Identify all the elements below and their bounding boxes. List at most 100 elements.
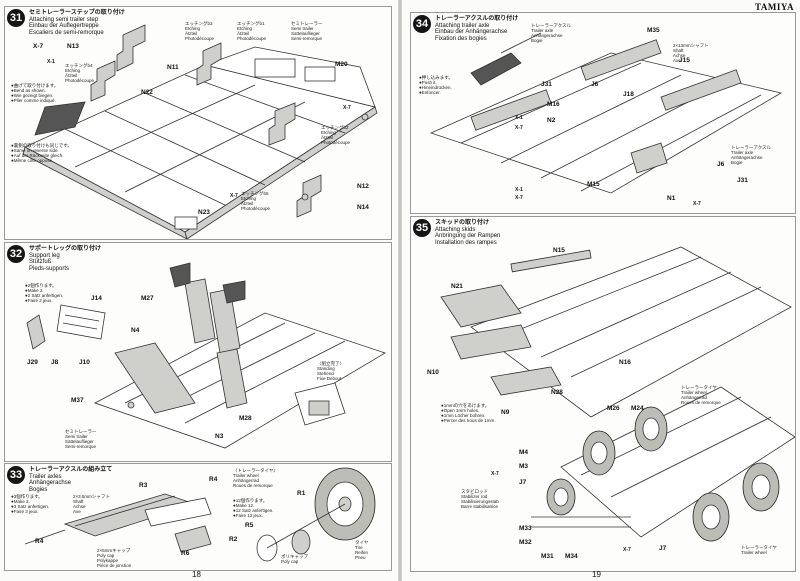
step-number-34: 34 <box>413 15 431 33</box>
skid-n28 <box>490 366 562 396</box>
step-35-drawing <box>440 246 795 542</box>
step-b3 <box>116 24 146 72</box>
part-label: J31 <box>737 177 748 184</box>
page-number-left: 18 <box>192 570 201 579</box>
part-label: J18 <box>623 91 634 98</box>
note-open-holes: ●1mmの穴をあけます。●Open 1mm holes. ●1mm Löcher… <box>441 403 496 423</box>
part-label: J31 <box>541 81 552 88</box>
part-label: R2 <box>229 536 238 543</box>
axle-1 <box>470 89 552 131</box>
part-label: M37 <box>71 397 84 404</box>
step-b2 <box>268 102 296 146</box>
part-label: R5 <box>245 522 254 529</box>
skid-n21 <box>440 284 522 328</box>
part-label: X-7 <box>693 201 701 207</box>
part-label: X-7 <box>33 43 44 50</box>
skid-n15 <box>510 249 592 273</box>
part-label: M33 <box>519 525 532 532</box>
part-label: J6 <box>717 161 725 168</box>
part-label: M35 <box>647 27 660 34</box>
step-31-drawing <box>22 24 378 239</box>
step-b5 <box>296 174 322 218</box>
part-label: X-7 <box>623 547 631 553</box>
part-label: N4 <box>131 327 140 334</box>
part-label: J29 <box>27 359 38 366</box>
part-label: N12 <box>357 183 369 190</box>
part-label: N16 <box>619 359 631 366</box>
step-number-32: 32 <box>7 245 25 263</box>
step-34-drawing <box>429 32 783 194</box>
part-label: N1 <box>667 195 676 202</box>
axle-2 <box>580 39 662 81</box>
step-number-33: 33 <box>7 466 25 484</box>
part-label: M26 <box>607 405 620 412</box>
page-gutter <box>398 0 402 581</box>
part-label: N28 <box>551 389 563 396</box>
part-label: X-1 <box>515 115 523 121</box>
part-label: N3 <box>215 433 224 440</box>
part-label: X-1 <box>515 187 523 193</box>
step-32-drawing <box>26 262 386 449</box>
part-label: M3 <box>519 463 529 470</box>
page-number-right: 19 <box>592 570 601 579</box>
part-label: M15 <box>587 181 600 188</box>
note-push: ●押し込みます。●Push it. ●Hineindrücken.●Enfonc… <box>419 75 453 95</box>
part-label: R3 <box>139 482 148 489</box>
part-label: M20 <box>335 61 348 68</box>
part-label: J8 <box>51 359 59 366</box>
part-label: X-7 <box>230 193 238 199</box>
part-label: N2 <box>547 117 556 124</box>
part-label: M16 <box>547 101 560 108</box>
part-label: N22 <box>141 89 153 96</box>
step-number-31: 31 <box>7 9 25 27</box>
part-label: X-7 <box>491 471 499 477</box>
part-label: M4 <box>519 449 529 456</box>
axle-3 <box>660 69 742 111</box>
step-b4 <box>90 60 116 102</box>
part-label: J6 <box>591 81 599 88</box>
part-label: X-7 <box>515 195 523 201</box>
part-label: M32 <box>519 539 532 546</box>
step-33-drawing <box>24 467 376 562</box>
part-label: X-1 <box>47 59 55 65</box>
part-label: X-7 <box>343 105 351 111</box>
part-label: N15 <box>553 247 565 254</box>
note-same: ●裏側の取り付けも同じです。●Same on reverse side. ●Au… <box>11 143 72 163</box>
part-label: N21 <box>451 283 463 290</box>
part-label: M31 <box>541 553 554 560</box>
part-label: R4 <box>209 476 218 483</box>
part-label: J7 <box>659 545 667 552</box>
part-label: J15 <box>679 57 690 64</box>
note-make-3: ●3個作ります。●Make 3. ●3 Satz anfertigen.●Fai… <box>11 494 49 514</box>
part-label: N9 <box>501 409 510 416</box>
part-label: R1 <box>297 490 306 497</box>
note-make-12: ●12個作ります。●Make 12. ●12 Satz anfertigen.●… <box>233 498 274 518</box>
step-number-35: 35 <box>413 219 431 237</box>
part-label: J10 <box>79 359 90 366</box>
note-bend: ●曲げて取り付けます。●Bend as shown. ●Wie gezeigt … <box>11 83 59 103</box>
brand-logo: TAMIYA <box>754 2 794 12</box>
part-label: X-7 <box>515 125 523 131</box>
part-label: N13 <box>67 43 79 50</box>
